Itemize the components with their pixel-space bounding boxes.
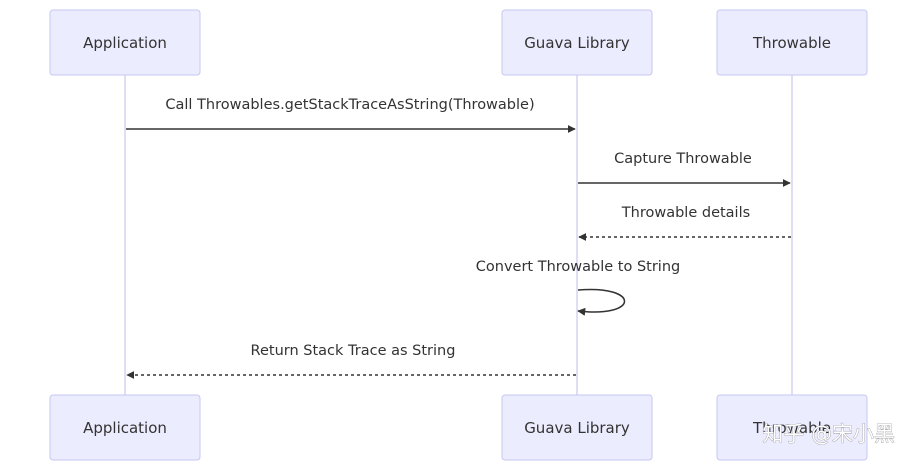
message-label-4: Convert Throwable to String (476, 259, 680, 275)
actor-label: Throwable (752, 419, 831, 437)
message-arrow-4-self-loop (577, 288, 625, 316)
watermark-text: 知乎 @宋小黑 (762, 422, 895, 446)
message-label-5: Return Stack Trace as String (251, 343, 456, 359)
actor-label: Application (83, 419, 167, 437)
actor-bottom-application: Application (49, 394, 201, 461)
actor-bottom-guava-library: Guava Library (501, 394, 653, 461)
actor-top-throwable: Throwable (716, 9, 868, 76)
message-label-2: Capture Throwable (614, 151, 752, 167)
message-label-1: Call Throwables.getStackTraceAsString(Th… (165, 97, 534, 113)
actor-label: Throwable (752, 34, 831, 52)
actor-bottom-throwable: Throwable (716, 394, 868, 461)
actor-label: Guava Library (524, 419, 630, 437)
actor-label: Application (83, 34, 167, 52)
actor-top-guava-library: Guava Library (501, 9, 653, 76)
message-label-3: Throwable details (621, 205, 750, 221)
actor-top-application: Application (49, 9, 201, 76)
actor-label: Guava Library (524, 34, 630, 52)
